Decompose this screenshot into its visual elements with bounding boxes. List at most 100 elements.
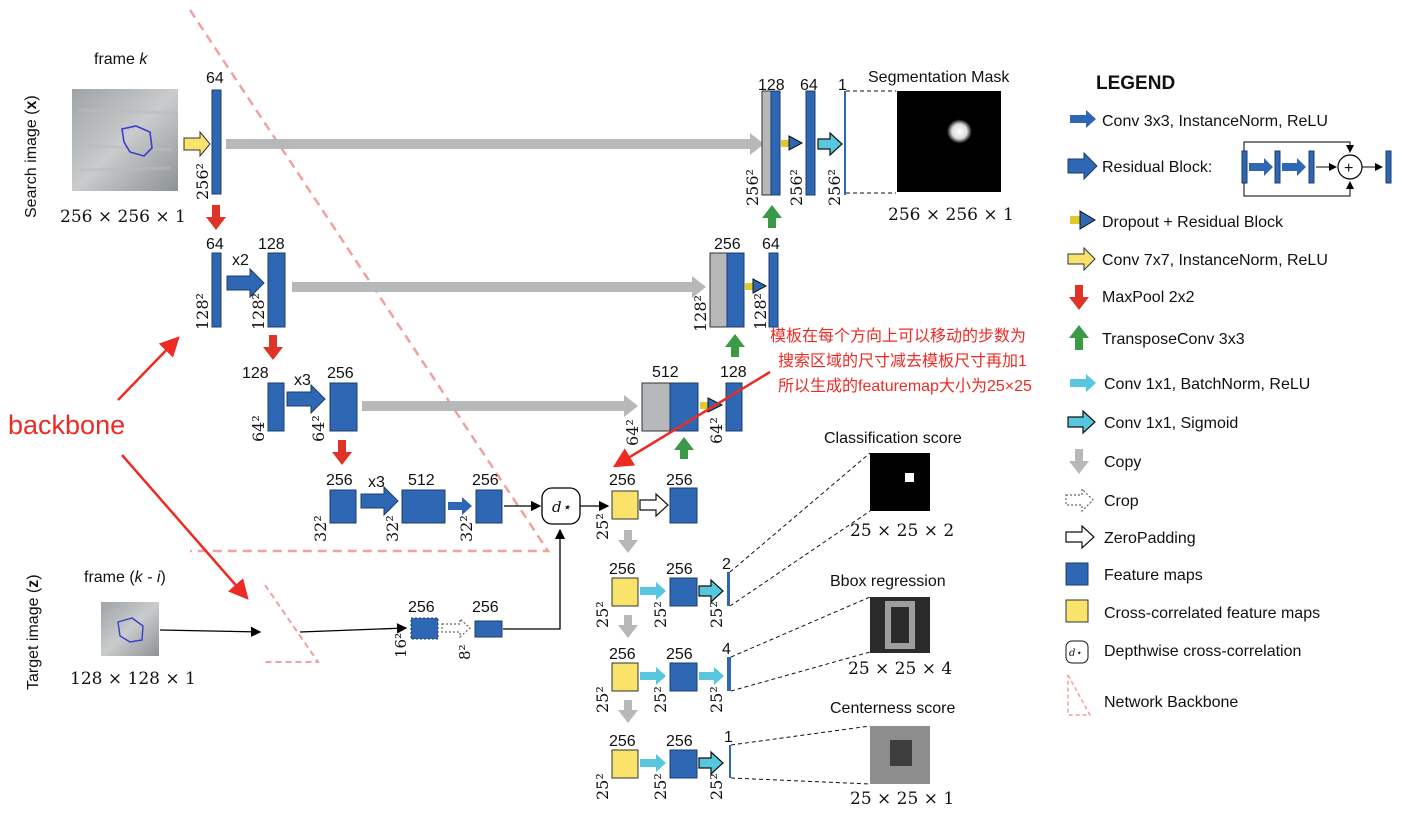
legend-item-copy: Copy xyxy=(1104,454,1141,471)
maxpool-arrow-icon xyxy=(332,440,352,465)
enc-l1-feature-map xyxy=(211,89,222,195)
legend-item-dropout: Dropout + Residual Block xyxy=(1102,214,1284,231)
box-score-pattern xyxy=(885,601,915,649)
enc-l3-repeat: x3 xyxy=(294,372,311,389)
legend-title: LEGEND xyxy=(1096,73,1175,94)
xcorr-spatial: 25² xyxy=(593,513,612,540)
box-feature-map xyxy=(669,662,698,692)
dec-d1-channels: 128 xyxy=(758,77,785,94)
enc-l4-spatial-out: 32² xyxy=(457,515,476,542)
target-to-xcorr-line xyxy=(503,528,566,630)
enc-l2-feature-in xyxy=(211,252,222,328)
ctr-cc-map xyxy=(611,749,639,779)
dec-d2-copy-map xyxy=(709,252,728,328)
cls-score-peak xyxy=(905,473,914,482)
ctr-sp-out: 25² xyxy=(707,773,726,800)
copy-arrow-icon xyxy=(618,700,638,723)
cls-zoom-line xyxy=(729,510,871,607)
legend-item-conv1bn: Conv 1x1, BatchNorm, ReLU xyxy=(1104,376,1310,393)
dec-d2-spatial-out: 128² xyxy=(751,293,770,330)
dropout-residual-arrow-icon xyxy=(700,397,724,413)
target-sp-b: 8² xyxy=(456,644,474,660)
enc-l4-feature-out xyxy=(475,489,503,524)
cls-sp-b: 25² xyxy=(651,601,670,628)
legend-item-zeropad: ZeroPadding xyxy=(1104,530,1196,547)
legend-item-backbone: Network Backbone xyxy=(1104,694,1238,711)
ctr-sp-a: 25² xyxy=(593,773,612,800)
legend-item-crop: Crop xyxy=(1104,493,1139,510)
dec-d3-channels: 512 xyxy=(652,364,679,381)
ctr-zoom-line xyxy=(730,725,871,746)
enc-l2-feature-out xyxy=(267,252,286,328)
dec-d1-copy-map xyxy=(761,90,772,196)
backbone-triangle-icon xyxy=(188,9,551,663)
zeropadding-arrow-icon xyxy=(639,492,669,518)
dec-d1-spatial-c: 256² xyxy=(825,169,844,206)
conv-arrow-icon xyxy=(640,667,666,685)
backbone-pointer-arrow xyxy=(121,454,249,600)
box-sp-b: 25² xyxy=(651,686,670,713)
padded-feature-map xyxy=(669,487,698,524)
target-dims: 128 × 128 × 1 xyxy=(70,669,196,689)
enc-l1-spatial: 256² xyxy=(193,163,212,200)
transpose-arrow-icon xyxy=(725,334,745,357)
box-output xyxy=(727,657,731,691)
conv-arrow-icon xyxy=(1070,374,1096,392)
crosscorr-swatch xyxy=(1065,599,1089,623)
legend-item-crosscorr: Cross-correlated feature maps xyxy=(1104,605,1320,622)
cls-dims: 25 × 25 × 2 xyxy=(850,521,954,541)
conv-arrow-icon xyxy=(640,582,666,600)
dropout-residual-arrow-icon xyxy=(781,135,804,151)
frame-ki-label: frame (k - i) xyxy=(84,569,166,586)
maxpool-arrow-icon xyxy=(263,335,283,360)
sigmoid-arrow-icon xyxy=(698,578,724,604)
target-image-label: Target image (z) xyxy=(25,574,42,690)
target-image-thumb xyxy=(101,602,159,656)
ctr-output xyxy=(729,745,731,778)
enc-l3-channels-in: 128 xyxy=(242,365,269,382)
cls-cc-map xyxy=(611,577,639,607)
box-cc-map xyxy=(611,662,639,692)
backbone-to-crop-line xyxy=(299,623,408,634)
legend-item-depthwise: Depthwise cross-correlation xyxy=(1104,643,1301,660)
cls-sp-out: 25² xyxy=(707,601,726,628)
search-dims: 256 × 256 × 1 xyxy=(60,207,186,227)
dec-d1-channels-c: 1 xyxy=(838,77,847,94)
dropout-residual-arrow-icon xyxy=(745,278,768,294)
seg-dims: 256 × 256 × 1 xyxy=(888,205,1014,225)
dec-d1-channels-b: 64 xyxy=(800,77,818,94)
chinese-note-line1: 模板在每个方向上可以移动的步数为 xyxy=(770,327,1026,345)
ctr-ch-out: 1 xyxy=(724,729,733,746)
cls-zoom-line xyxy=(729,452,871,573)
ctr-ch-b: 256 xyxy=(666,733,693,750)
legend-xcorr-symbol: d⋆ xyxy=(1069,648,1082,659)
box-title: Bbox regression xyxy=(830,573,946,590)
transpose-arrow-icon xyxy=(762,205,782,228)
enc-l3-feature-in xyxy=(267,382,285,432)
enc-l4-feature-in xyxy=(329,489,357,524)
xcorr-ch: 256 xyxy=(609,472,636,489)
enc-l2-channels-in: 64 xyxy=(206,236,224,253)
search-image-label: Search image (x) xyxy=(23,95,40,218)
enc-l4-repeat: x3 xyxy=(368,474,385,491)
ctr-title: Centerness score xyxy=(830,700,955,717)
ctr-ch-a: 256 xyxy=(609,733,636,750)
cls-output xyxy=(727,572,730,606)
target-to-backbone-line xyxy=(159,626,262,638)
enc-l4-channels-in: 256 xyxy=(326,472,353,489)
cls-sp-a: 25² xyxy=(593,601,612,628)
box-sp-a: 25² xyxy=(593,686,612,713)
target-ch-a: 256 xyxy=(408,599,435,616)
conv-arrow-icon xyxy=(699,667,724,685)
cls-ch-out: 2 xyxy=(722,556,731,573)
xcorr-pad-ch: 256 xyxy=(666,472,693,489)
frame-k-label: frame k xyxy=(94,51,148,68)
sigmoid-arrow-icon xyxy=(1067,409,1096,435)
crop-arrow-icon xyxy=(441,617,471,639)
target-feature-a xyxy=(410,617,439,640)
dec-d3-spatial-out: 64² xyxy=(707,417,726,444)
legend-item-residual: Residual Block: xyxy=(1102,159,1212,176)
ctr-dims: 25 × 25 × 1 xyxy=(850,789,954,809)
dec-d1-spatial-b: 256² xyxy=(787,169,806,206)
ctr-feature-map xyxy=(669,749,698,779)
